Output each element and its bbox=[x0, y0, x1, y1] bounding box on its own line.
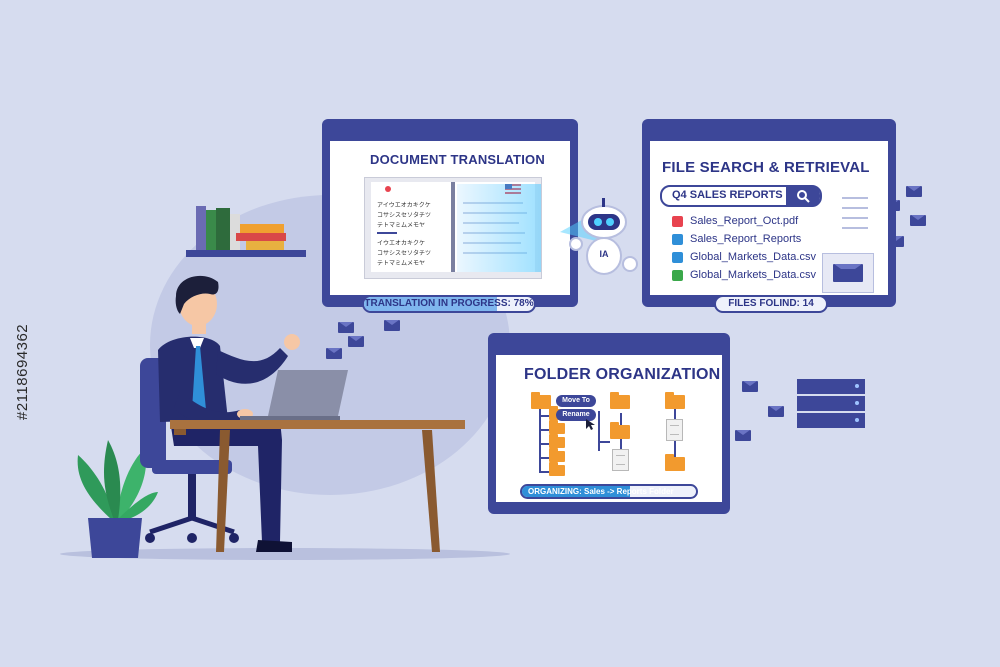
search-panel: FILE SEARCH & RETRIEVAL Q4 SALES REPORTS… bbox=[642, 119, 896, 313]
robot-assistant: IA bbox=[560, 192, 640, 292]
envelope-icon bbox=[888, 236, 904, 247]
jp-text-line: テトマミムメモヤ bbox=[377, 261, 426, 267]
open-book: アイウエオカキクケ コサシスセソタチツ テトマミムメモヤ イウエオカキクケ コサ… bbox=[364, 177, 542, 279]
jp-text-line: テトマミムメモヤ bbox=[377, 223, 426, 229]
jp-text-line: アイウエオカキクケ bbox=[377, 203, 431, 209]
search-input[interactable]: Q4 SALES REPORTS bbox=[660, 185, 822, 207]
organizing-progress-fill bbox=[522, 486, 630, 497]
folder-icon[interactable] bbox=[549, 434, 565, 448]
csv-file-icon bbox=[672, 251, 683, 263]
folder-icon[interactable] bbox=[610, 392, 630, 409]
stock-id-watermark: #2118694362 bbox=[14, 323, 31, 420]
translation-progress: TRANSLATION IN PROGRESS: 78% bbox=[362, 295, 536, 313]
rename-button[interactable]: Rename bbox=[556, 409, 596, 421]
floor-shadow bbox=[60, 548, 510, 560]
envelope-icon bbox=[906, 186, 922, 197]
folder-icon[interactable] bbox=[665, 392, 685, 409]
office-scene bbox=[130, 270, 470, 560]
bookshelf bbox=[186, 204, 306, 258]
folder-icon[interactable] bbox=[665, 454, 685, 471]
folders-title: FOLDER ORGANIZATION bbox=[524, 366, 721, 383]
scan-beam bbox=[457, 184, 541, 272]
jp-text-line: コサシスセソタチツ bbox=[377, 213, 432, 219]
files-found-status: FILES FOLIND: 14 bbox=[714, 295, 828, 313]
csv-file-icon bbox=[672, 269, 683, 281]
envelope-icon bbox=[768, 406, 784, 417]
jp-text-line: コサシスセソタチツ bbox=[377, 251, 432, 257]
file-name: Global_Markets_Data.csv bbox=[690, 251, 816, 263]
japan-flag-icon bbox=[385, 186, 391, 192]
translation-progress-label: TRANSLATION IN PROGRESS: 78% bbox=[364, 298, 534, 309]
move-to-label: Move To bbox=[562, 397, 590, 404]
jp-text-line: イウエオカキクケ bbox=[377, 241, 426, 247]
envelope-icon bbox=[742, 381, 758, 392]
search-icon bbox=[797, 190, 810, 203]
envelope-icon bbox=[735, 430, 751, 441]
move-to-button[interactable]: Move To bbox=[556, 395, 596, 407]
organizing-status: ORGANIZING: Sales -> Reports Folder bbox=[528, 487, 674, 496]
document-icon[interactable] bbox=[612, 449, 629, 471]
search-button[interactable] bbox=[786, 185, 820, 207]
list-item[interactable]: Sales_Report_Reports bbox=[672, 231, 801, 247]
folder-icon[interactable] bbox=[531, 392, 551, 409]
envelope-icon bbox=[348, 336, 364, 347]
file-name: Global_Markets_Data.csv bbox=[690, 269, 816, 281]
envelope-icon bbox=[326, 348, 342, 359]
folders-content bbox=[496, 355, 722, 502]
list-item[interactable]: Global_Markets_Data.csv bbox=[672, 249, 816, 265]
folders-panel: FOLDER ORGANIZATION Move To Rename ORGAN… bbox=[488, 333, 730, 514]
robot-badge: IA bbox=[599, 249, 609, 259]
mail-icon bbox=[822, 253, 874, 293]
server-icon bbox=[797, 379, 865, 429]
organizing-progress: ORGANIZING: Sales -> Reports Folder bbox=[520, 484, 698, 499]
folder-icon[interactable] bbox=[549, 420, 565, 434]
list-lines-icon bbox=[842, 197, 868, 237]
files-found-label: FILES FOLIND: 14 bbox=[728, 298, 814, 309]
file-name: Sales_Report_Reports bbox=[690, 233, 802, 245]
cursor-icon bbox=[586, 419, 595, 430]
potted-plant bbox=[70, 430, 160, 560]
search-query: Q4 SALES REPORTS bbox=[672, 189, 783, 201]
pdf-file-icon bbox=[672, 215, 683, 227]
envelope-icon bbox=[910, 215, 926, 226]
folder-icon[interactable] bbox=[610, 422, 630, 439]
folder-icon[interactable] bbox=[549, 448, 565, 462]
list-item[interactable]: Global_Markets_Data.csv bbox=[672, 267, 816, 283]
document-icon[interactable] bbox=[666, 419, 683, 441]
list-item[interactable]: Sales_Report_Oct.pdf bbox=[672, 213, 798, 229]
translation-progress-fill bbox=[364, 297, 497, 311]
translation-panel: DOCUMENT TRANSLATION アイウエオカキクケ コサシスセソタチツ… bbox=[322, 119, 578, 313]
file-name: Sales_Report_Oct.pdf bbox=[690, 215, 799, 227]
envelope-icon bbox=[384, 320, 400, 331]
file-icon bbox=[672, 233, 683, 245]
rename-label: Rename bbox=[562, 411, 590, 418]
folder-icon[interactable] bbox=[549, 462, 565, 476]
envelope-icon bbox=[338, 322, 354, 333]
search-title: FILE SEARCH & RETRIEVAL bbox=[662, 159, 870, 176]
search-results: Sales_Report_Oct.pdf Sales_Report_Report… bbox=[672, 213, 842, 283]
translation-title: DOCUMENT TRANSLATION bbox=[370, 152, 545, 167]
